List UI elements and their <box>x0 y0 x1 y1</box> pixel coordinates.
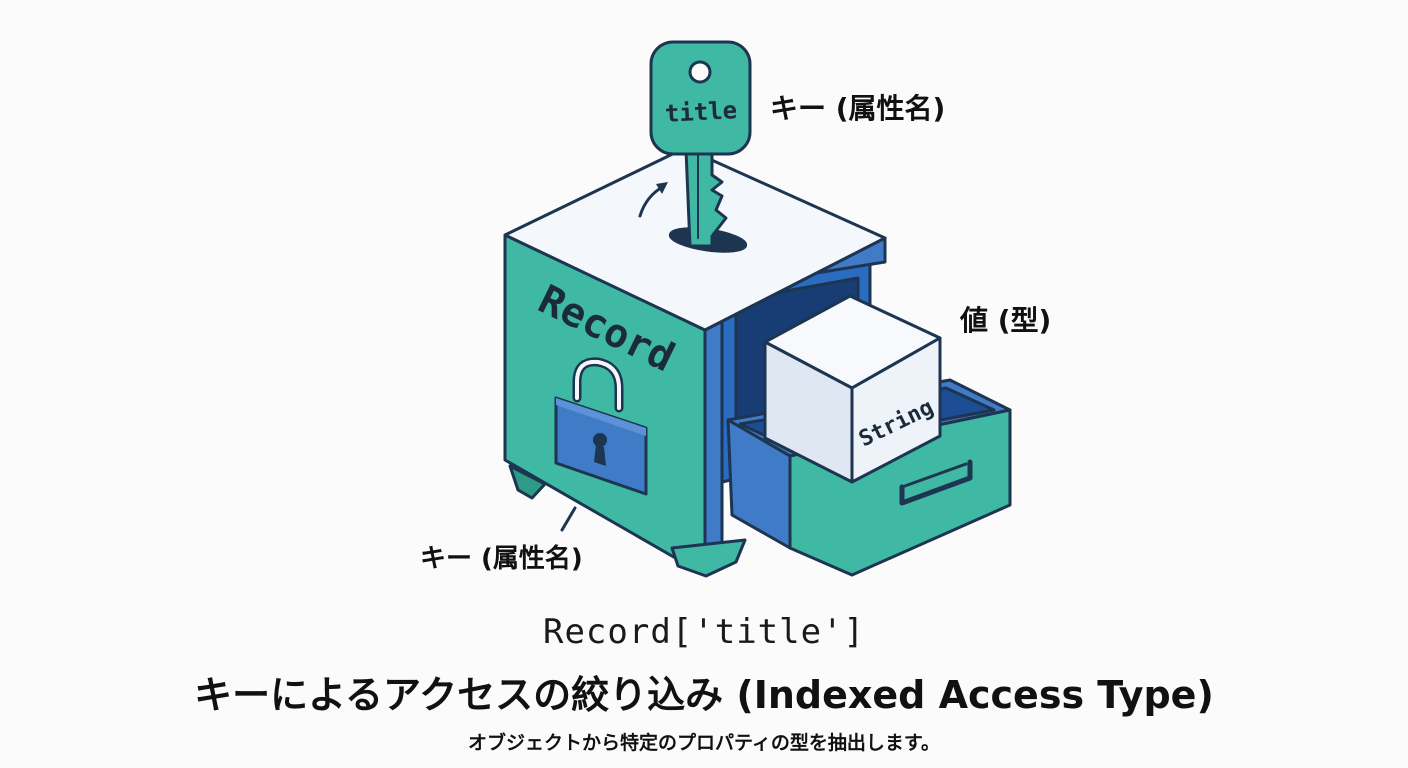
box-foot-left <box>508 464 547 500</box>
page-title: キーによるアクセスの絞り込み (Indexed Access Type) <box>194 673 1214 717</box>
value-cube-front <box>850 336 942 484</box>
key-label-top: キー (属性名) <box>770 92 945 125</box>
key-hole <box>688 60 712 84</box>
key-label-bottom: キー (属性名) <box>420 543 583 574</box>
drawer-handle[interactable] <box>899 459 973 506</box>
key-text: title <box>664 96 738 128</box>
key-shaft <box>684 148 728 248</box>
code-expression: Record['title'] <box>542 612 866 652</box>
key-head <box>649 40 752 156</box>
keyhole <box>593 433 607 447</box>
bottom-label-pointer <box>560 506 577 532</box>
key[interactable] <box>649 40 752 248</box>
value-label: 値 (型) <box>959 304 1051 337</box>
page-subtitle: オブジェクトから特定のプロパティの型を抽出します。 <box>468 732 940 754</box>
box-foot-right <box>670 538 747 578</box>
